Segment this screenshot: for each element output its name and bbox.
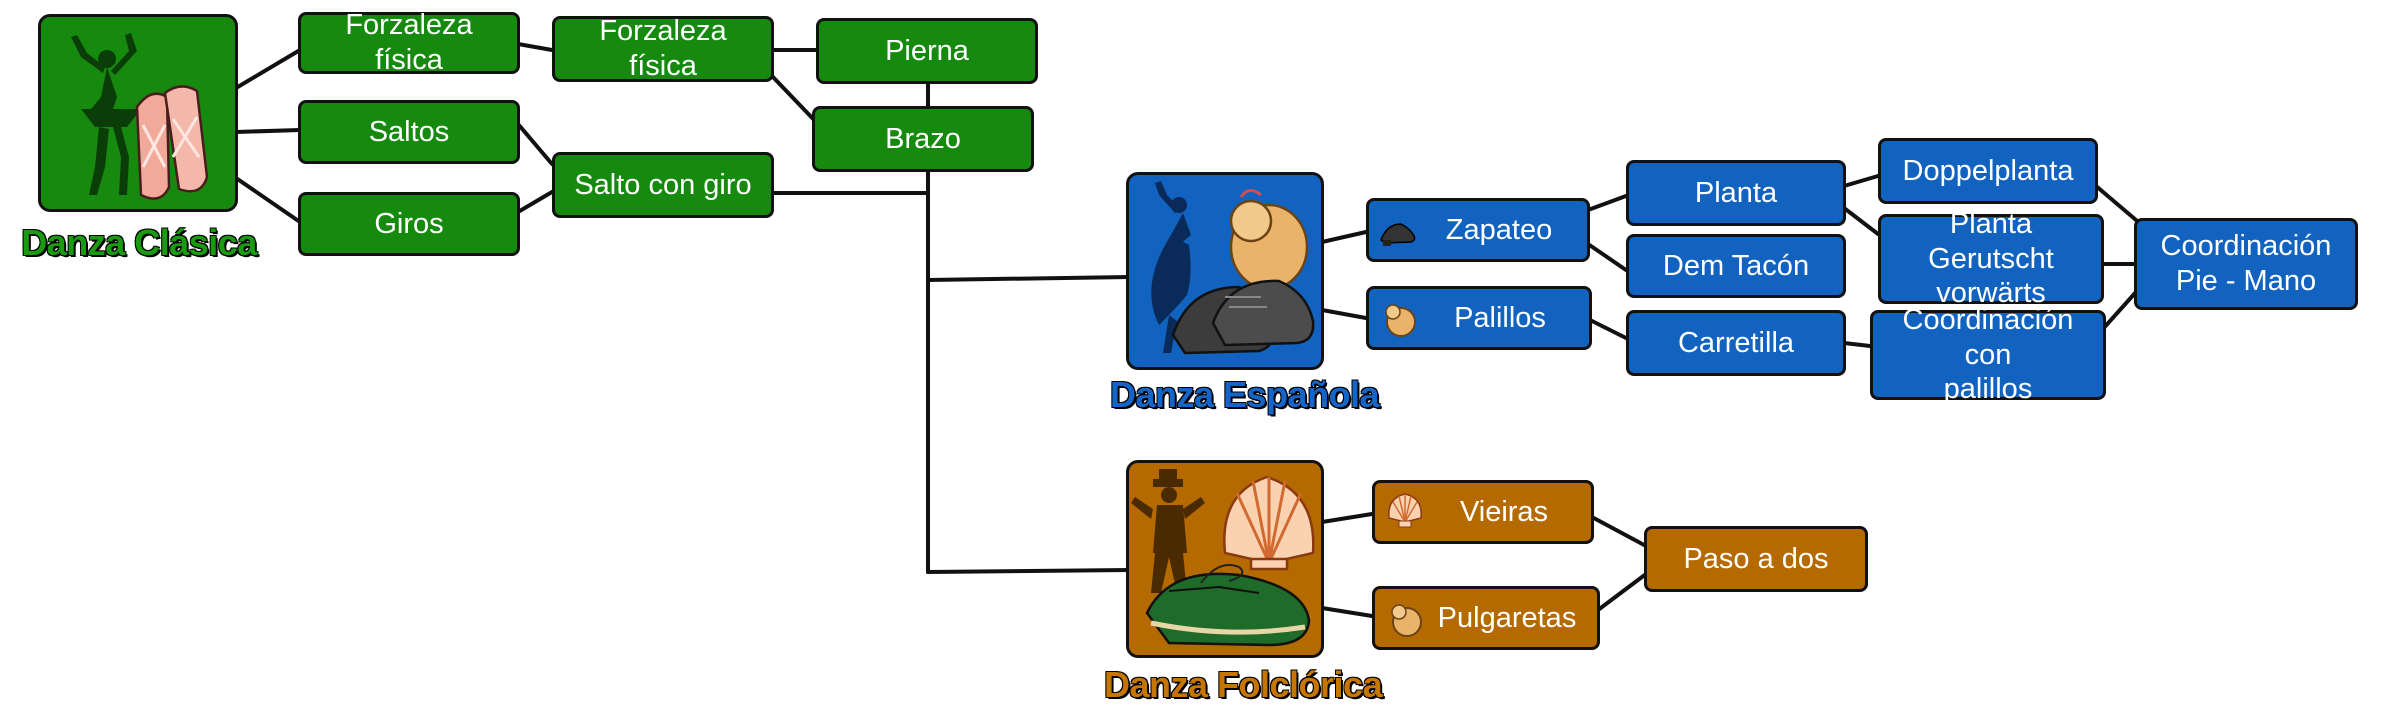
style-title-clasica: Danza Clásica bbox=[21, 222, 257, 263]
node-forzaleza-fisica-2[interactable]: Forzaleza física bbox=[552, 15, 774, 82]
node-pierna[interactable]: Pierna bbox=[816, 18, 1038, 84]
connector bbox=[926, 568, 1132, 574]
connector bbox=[1842, 174, 1880, 188]
node-giros[interactable]: Giros bbox=[298, 192, 520, 256]
connector bbox=[1842, 206, 1880, 236]
style-title-folclorica: Danza Folclórica bbox=[1104, 664, 1383, 705]
connector bbox=[2094, 184, 2138, 222]
connector bbox=[516, 122, 554, 166]
node-salto-con-giro[interactable]: Salto con giro bbox=[552, 152, 774, 218]
connector bbox=[1842, 341, 1872, 348]
style-title-espanola: Danza Española bbox=[1110, 374, 1380, 415]
node-palillos[interactable]: Palillos bbox=[1366, 286, 1592, 350]
flamenco-shoe-icon bbox=[1380, 223, 1416, 246]
node-zapateo[interactable]: Zapateo bbox=[1366, 198, 1590, 262]
connector bbox=[1320, 606, 1374, 618]
connector bbox=[1596, 572, 1648, 612]
node-brazo[interactable]: Brazo bbox=[812, 106, 1034, 172]
castanet-icon bbox=[1385, 304, 1416, 337]
scallop-shell-icon bbox=[1388, 493, 1422, 528]
node-coordinacion-pie-mano[interactable]: Coordinación Pie - Mano bbox=[2134, 218, 2358, 310]
connector bbox=[926, 275, 1132, 282]
connector bbox=[1588, 318, 1628, 340]
node-planta-gerutscht-vorwarts[interactable]: Planta Gerutscht vorwärts bbox=[1878, 208, 2104, 309]
connector bbox=[1320, 308, 1368, 320]
folk-dancer-shell-espadrille-icon bbox=[1131, 469, 1315, 647]
connector bbox=[516, 42, 554, 52]
connector bbox=[234, 176, 302, 224]
node-pulgaretas[interactable]: Pulgaretas bbox=[1372, 586, 1600, 650]
ballerina-pointe-shoes-icon bbox=[71, 33, 209, 200]
connector bbox=[1588, 514, 1648, 548]
node-dem-tacon[interactable]: Dem Tacón bbox=[1626, 234, 1846, 298]
connector bbox=[2100, 290, 2138, 332]
connector bbox=[1320, 512, 1374, 524]
node-doppelplanta[interactable]: Doppelplanta bbox=[1878, 138, 2098, 204]
connector bbox=[234, 48, 302, 90]
connector bbox=[1586, 194, 1628, 212]
style-box-folclorica bbox=[1126, 460, 1324, 658]
connector bbox=[516, 190, 554, 214]
node-coordinacion-con-palillos[interactable]: Coordinación con palillos bbox=[1870, 304, 2106, 405]
castanet-icon bbox=[1391, 604, 1422, 637]
connector bbox=[1586, 242, 1628, 272]
connector bbox=[770, 74, 820, 126]
node-planta[interactable]: Planta bbox=[1626, 160, 1846, 226]
flamenco-castanets-shoes-icon bbox=[1151, 181, 1315, 355]
node-paso-a-dos[interactable]: Paso a dos bbox=[1644, 526, 1868, 592]
node-forzaleza-fisica-1[interactable]: Forzaleza física bbox=[298, 9, 520, 76]
node-vieiras[interactable]: Vieiras bbox=[1372, 480, 1594, 544]
connector bbox=[234, 128, 302, 134]
node-saltos[interactable]: Saltos bbox=[298, 100, 520, 164]
style-box-clasica bbox=[38, 14, 238, 212]
style-box-espanola bbox=[1126, 172, 1324, 370]
connector bbox=[1320, 230, 1368, 244]
node-carretilla[interactable]: Carretilla bbox=[1626, 310, 1846, 376]
